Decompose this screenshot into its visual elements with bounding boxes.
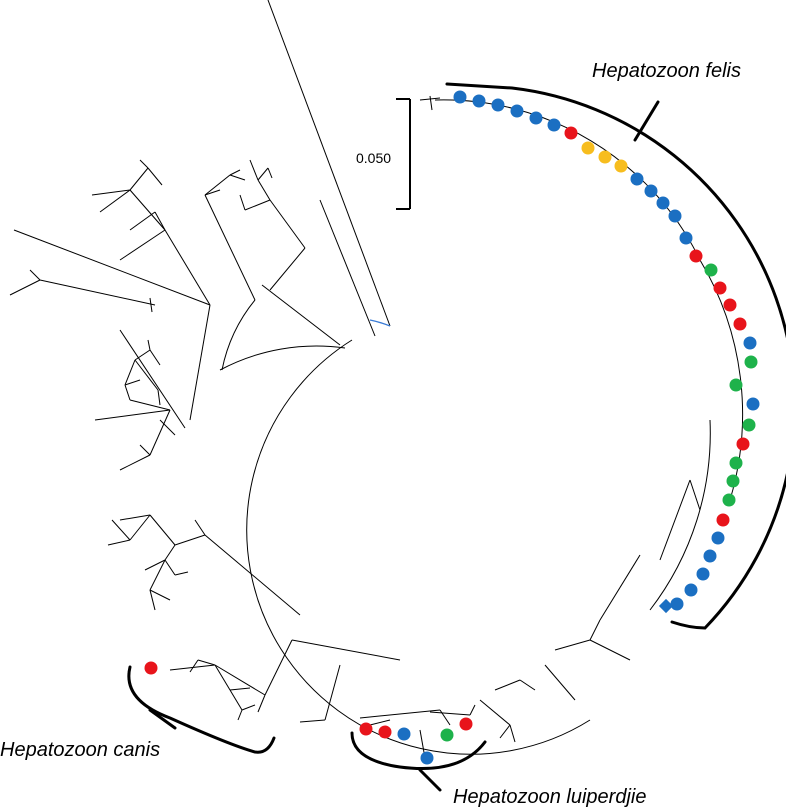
luiperdjie-marker-red — [378, 725, 392, 739]
clade-label-canis: Hepatozoon canis — [0, 739, 161, 761]
luiperdjie-bracket-tick — [418, 768, 442, 792]
tree-branches — [9, 0, 744, 759]
felis-marker-red — [716, 513, 730, 527]
felis-marker-green — [744, 355, 758, 369]
felis-marker-blue — [703, 549, 717, 563]
felis-marker-blue — [529, 111, 543, 125]
felis-marker-blue — [696, 567, 710, 581]
taxon-markers — [144, 90, 760, 765]
felis-marker-red — [733, 317, 747, 331]
felis-marker-yellow — [614, 159, 628, 173]
felis-marker-blue — [472, 94, 486, 108]
luiperdjie-bracket — [350, 731, 487, 771]
felis-marker-yellow — [581, 141, 595, 155]
felis-marker-green — [729, 378, 743, 392]
clade-label-felis: Hepatozoon felis — [592, 60, 741, 82]
felis-marker-blue — [670, 597, 684, 611]
scale-bar — [396, 98, 411, 210]
canis-bracket-tick — [148, 708, 177, 730]
luiperdjie-marker-green — [440, 728, 454, 742]
felis-marker-blue — [453, 90, 467, 104]
felis-bracket — [445, 82, 786, 630]
felis-marker-red — [723, 298, 737, 312]
felis-marker-green — [742, 418, 756, 432]
canis-marker-red — [144, 661, 158, 675]
felis-marker-red — [689, 249, 703, 263]
felis-bracket-tick — [633, 100, 660, 142]
luiperdjie-marker-blue — [420, 751, 434, 765]
felis-marker-blue — [644, 184, 658, 198]
felis-marker-blue — [656, 196, 670, 210]
felis-marker-diamond-blue — [658, 598, 674, 614]
felis-marker-blue — [668, 209, 682, 223]
felis-marker-green — [704, 263, 718, 277]
luiperdjie-marker-blue — [397, 727, 411, 741]
felis-marker-blue — [679, 231, 693, 245]
felis-marker-blue — [684, 583, 698, 597]
felis-marker-blue — [510, 104, 524, 118]
felis-marker-green — [722, 493, 736, 507]
felis-marker-blue — [711, 531, 725, 545]
felis-marker-blue — [491, 98, 505, 112]
felis-marker-red — [713, 281, 727, 295]
felis-marker-blue — [743, 336, 757, 350]
clade-brackets — [127, 82, 786, 792]
felis-marker-green — [729, 456, 743, 470]
canis-bracket — [127, 665, 276, 754]
luiperdjie-marker-red — [359, 722, 373, 736]
scale-bar-label: 0.050 — [356, 150, 392, 166]
felis-marker-red — [736, 437, 750, 451]
felis-marker-red — [564, 126, 578, 140]
felis-marker-blue — [547, 118, 561, 132]
felis-marker-blue — [630, 172, 644, 186]
clade-label-luiperdjie: Hepatozoon luiperdjie — [453, 786, 647, 808]
luiperdjie-marker-red — [459, 717, 473, 731]
felis-marker-yellow — [598, 150, 612, 164]
felis-marker-green — [726, 474, 740, 488]
felis-marker-blue — [746, 397, 760, 411]
